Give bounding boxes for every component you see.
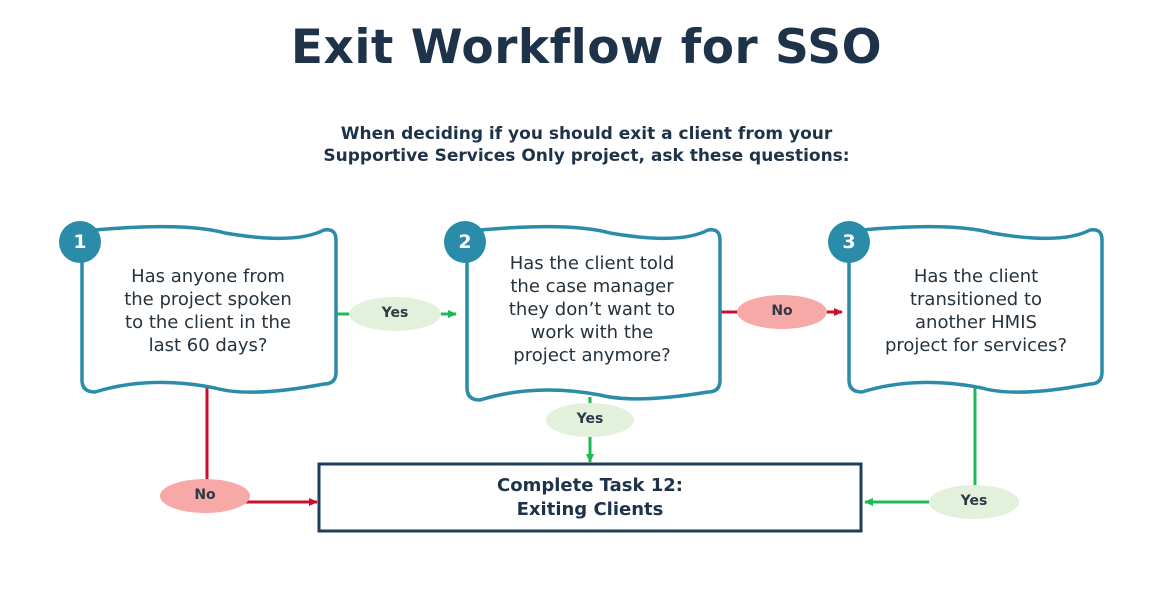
step-badge-2 [444, 221, 486, 263]
yes-label-q3-down: Yes [960, 493, 988, 509]
q3-yes-line [864, 388, 977, 506]
yes-label-q1: Yes [381, 305, 409, 321]
step-badge-3 [828, 221, 870, 263]
question-3-line: another HMIS [915, 312, 1037, 333]
question-2-line: they don’t want to [508, 299, 676, 320]
step-number-2: 2 [458, 231, 472, 253]
question-2-line: project anymore? [513, 345, 671, 366]
question-3-line: Has the client [913, 266, 1039, 287]
no-pill-q2 [737, 295, 827, 329]
yes-label-q2-down: Yes [576, 411, 604, 427]
question-2-text: Has the client told the case manager the… [474, 252, 710, 367]
question-1-text: Has anyone from the project spoken to th… [90, 265, 326, 357]
task-line-2: Exiting Clients [516, 499, 664, 520]
task-label: Complete Task 12: Exiting Clients [320, 474, 860, 522]
yes-pill-q3-down [929, 485, 1019, 519]
question-box-1 [80, 224, 338, 394]
task-box [317, 462, 863, 533]
step-number-3: 3 [842, 231, 856, 253]
yes-pill-q2-down [546, 403, 634, 437]
question-box-2 [465, 224, 722, 402]
page-subtitle: When deciding if you should exit a clien… [0, 123, 1173, 167]
question-1-line: the project spoken [124, 289, 292, 310]
subtitle-line-1: When deciding if you should exit a clien… [340, 124, 833, 144]
step-number-1: 1 [73, 231, 87, 253]
yes-pill-q1 [349, 297, 441, 331]
question-3-text: Has the client transitioned to another H… [856, 265, 1096, 357]
question-2-line: work with the [530, 322, 654, 343]
question-3-line: transitioned to [909, 289, 1043, 310]
question-1-line: last 60 days? [148, 335, 268, 356]
question-2-line: the case manager [510, 276, 674, 297]
question-1-line: Has anyone from [131, 266, 285, 287]
step-badge-1 [59, 221, 101, 263]
subtitle-line-2: Supportive Services Only project, ask th… [323, 146, 850, 166]
question-2-line: Has the client told [509, 253, 675, 274]
question-3-line: project for services? [884, 335, 1068, 356]
no-pill-q1-down [160, 479, 250, 513]
no-label-q2: No [771, 303, 793, 319]
question-1-line: to the client in the [125, 312, 291, 333]
question-box-3 [847, 224, 1104, 394]
no-label-q1-down: No [194, 487, 216, 503]
page-title: Exit Workflow for SSO [290, 20, 883, 75]
task-line-1: Complete Task 12: [497, 475, 683, 496]
